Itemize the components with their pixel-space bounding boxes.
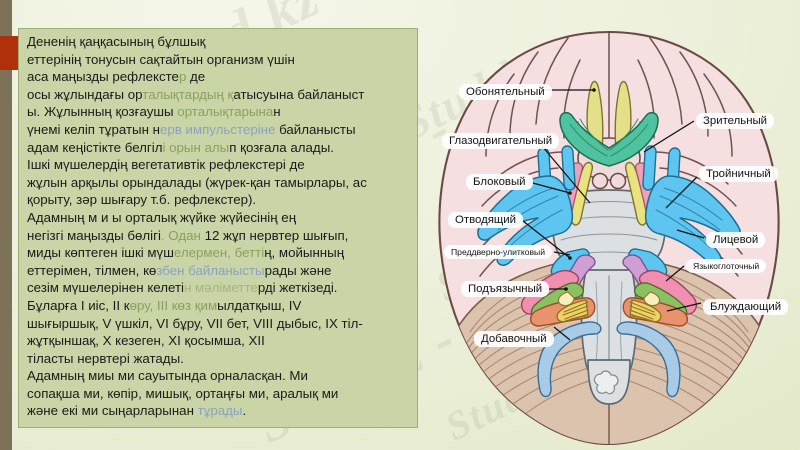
left-accent-bar: [0, 0, 12, 450]
body-text-line: Адамның миы ми сауытында орналасқан. Ми: [27, 368, 308, 384]
brain-diagram: Обонятельный Зрительный Глазодвигательны…: [418, 0, 800, 450]
body-text-line: қорыту, зәр шығару т.б. рефлекстер).: [27, 192, 257, 208]
body-text-line: еттерінің тонусын сақтайтын организм үші…: [27, 51, 295, 67]
label-oculomotor-nerve: Глазодвигательный: [442, 133, 560, 149]
body-text: Дененің қаңқасының бұлшық еттерінің тонус…: [27, 33, 411, 420]
body-text-box: Дененің қаңқасының бұлшық еттерінің тонус…: [18, 28, 418, 428]
body-text-line: шығыршық, V үшкіл, VI бұру, VII бет, VII…: [27, 315, 363, 331]
label-hypoglossal-nerve: Подъязычный: [461, 281, 550, 297]
label-optic-nerve: Зрительный: [696, 113, 775, 129]
body-text-line: тіласты нервтері жатады.: [27, 350, 184, 366]
body-text-line: жұтқыншақ, X кезеген, XI қосымша, XII: [27, 333, 265, 349]
body-text-line: үнемі келіп тұратын нерв импульстеріне б…: [27, 121, 356, 137]
body-text-line: аса маңызды рефлекстер де: [27, 69, 206, 85]
left-accent-block: [0, 36, 18, 70]
label-glossopharyngeal-nerve: Языкоглоточный: [686, 259, 767, 273]
body-text-line: миды көптеген ішкі мүшелермен, беттің, м…: [27, 245, 345, 261]
label-vestibulocochlear-nerve: Преддверно-улитковый: [444, 245, 553, 259]
body-text-line: және екі ми сыңарларынан тұрады.: [27, 403, 247, 419]
label-accessory-nerve: Добавочный: [474, 331, 554, 347]
body-text-line: Адамның м и ы орталық жүйке жүйесінің ең: [27, 209, 297, 225]
label-leader-arrowheads: [564, 88, 596, 291]
body-text-line: сопақша ми, көпір, мишық, ортаңғы ми, ар…: [27, 385, 339, 401]
body-text-line: ы. Жұлынның қозғаушы орталықтарынан: [27, 104, 281, 120]
body-text-line: негізгі маңызды бөлігі. Одан 12 жұп нерв…: [27, 227, 349, 243]
body-text-line: осы жұлындағы орталықтардың қатысуына ба…: [27, 86, 365, 102]
label-vagus-nerve: Блуждающий: [703, 299, 789, 315]
label-trigeminal-nerve: Тройничный: [699, 166, 778, 182]
label-abducens-nerve: Отводящий: [448, 212, 523, 228]
body-text-line: Дененің қаңқасының бұлшық: [27, 34, 206, 49]
body-text-line: сезім мүшелерінен келетін мәліметтерді ж…: [27, 280, 338, 296]
body-text-line: Ішкі мүшелердің вегетативтік рефлекстері…: [27, 157, 305, 173]
label-trochlear-nerve: Блоковый: [466, 174, 533, 190]
body-text-line: жұлын арқылы орындалады (жүрек-қан тамыр…: [27, 174, 367, 190]
body-text-line: Бұларға I иіс, II көру, III көз қимылдат…: [27, 297, 302, 313]
label-facial-nerve: Лицевой: [706, 232, 766, 248]
body-text-line: еттерімен, тілмен, көзбен байланыстырады…: [27, 262, 332, 278]
label-olfactory-nerve: Обонятельный: [459, 84, 552, 100]
body-text-line: адам кеңістікте белгілі орын алып қозғал…: [27, 139, 334, 155]
